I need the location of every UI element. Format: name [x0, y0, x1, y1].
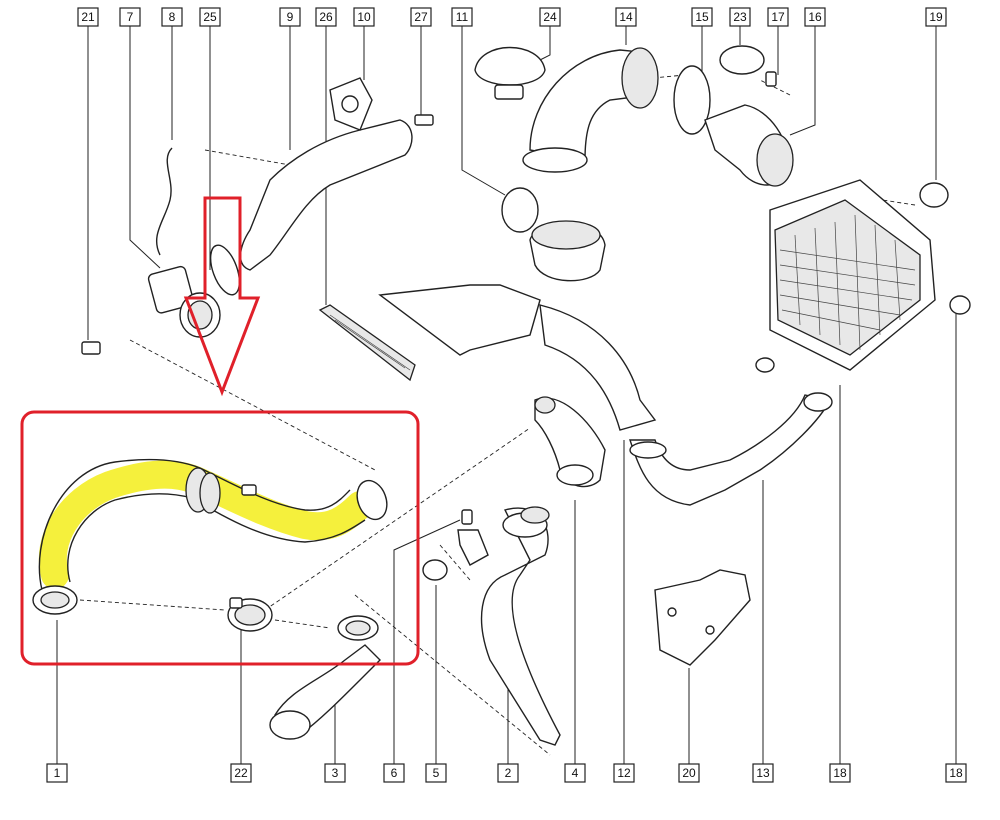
label-13: 13 [752, 763, 774, 783]
clamp-22 [227, 597, 273, 632]
label-22: 22 [230, 763, 252, 783]
hose-2 [480, 506, 561, 746]
label-24: 24 [539, 7, 561, 27]
intake-pipe [239, 77, 434, 271]
svg-text:20: 20 [682, 766, 696, 780]
svg-text:26: 26 [319, 10, 333, 24]
label-9: 9 [279, 7, 301, 27]
down-arrow-icon [183, 196, 261, 397]
svg-text:27: 27 [414, 10, 428, 24]
label-20: 20 [678, 763, 700, 783]
svg-text:10: 10 [357, 10, 371, 24]
hose-4 [534, 396, 606, 488]
highlighted-hose [32, 458, 388, 615]
svg-text:6: 6 [391, 766, 398, 780]
label-15: 15 [691, 7, 713, 27]
label-11: 11 [451, 7, 473, 27]
throttle-body-assembly [81, 147, 241, 355]
label-2: 2 [497, 763, 519, 783]
hose-12-13 [629, 392, 833, 506]
label-4: 4 [564, 763, 586, 783]
svg-text:24: 24 [543, 10, 557, 24]
air-duct [378, 284, 657, 431]
label-1: 1 [46, 763, 68, 783]
svg-text:1: 1 [54, 766, 61, 780]
label-14: 14 [615, 7, 637, 27]
label-26: 26 [315, 7, 337, 27]
svg-text:19: 19 [929, 10, 943, 24]
svg-text:7: 7 [127, 10, 134, 24]
svg-text:16: 16 [808, 10, 822, 24]
svg-text:2: 2 [505, 766, 512, 780]
svg-text:18: 18 [949, 766, 963, 780]
svg-text:14: 14 [619, 10, 633, 24]
assembly-lines [79, 74, 916, 756]
elbow-assembly [474, 46, 711, 282]
label-17: 17 [767, 7, 789, 27]
label-23: 23 [729, 7, 751, 27]
svg-text:17: 17 [771, 10, 785, 24]
svg-text:21: 21 [81, 10, 95, 24]
label-12: 12 [613, 763, 635, 783]
label-5: 5 [425, 763, 447, 783]
svg-text:3: 3 [332, 766, 339, 780]
bracket-20 [654, 569, 751, 666]
seal-strip [318, 304, 416, 382]
svg-text:11: 11 [456, 10, 469, 24]
svg-text:22: 22 [234, 766, 248, 780]
highlight-frame [20, 410, 420, 666]
label-8: 8 [161, 7, 183, 27]
label-27: 27 [410, 7, 432, 27]
label-18-right: 18 [945, 763, 967, 783]
svg-text:23: 23 [733, 10, 747, 24]
hose-3 [269, 615, 381, 740]
label-19: 19 [925, 7, 947, 27]
svg-text:15: 15 [695, 10, 709, 24]
label-16: 16 [804, 7, 826, 27]
bracket-6-5 [422, 509, 489, 581]
bottom-labels: 1 22 3 6 5 2 4 12 20 13 18 18 [46, 763, 967, 783]
svg-text:25: 25 [203, 10, 217, 24]
intercooler-fins [779, 214, 916, 351]
svg-text:13: 13 [756, 766, 770, 780]
svg-text:5: 5 [433, 766, 440, 780]
label-6: 6 [383, 763, 405, 783]
sensor-assembly [704, 45, 971, 315]
top-labels: 21 7 8 25 9 26 10 27 11 24 14 15 23 17 1… [77, 7, 947, 27]
intercooler [755, 179, 936, 373]
leader-lines [56, 26, 957, 764]
label-21: 21 [77, 7, 99, 27]
svg-text:4: 4 [572, 766, 579, 780]
svg-text:9: 9 [287, 10, 294, 24]
svg-text:8: 8 [169, 10, 176, 24]
label-10: 10 [353, 7, 375, 27]
label-18: 18 [829, 763, 851, 783]
svg-text:12: 12 [617, 766, 631, 780]
label-7: 7 [119, 7, 141, 27]
svg-text:18: 18 [833, 766, 847, 780]
label-25: 25 [199, 7, 221, 27]
label-3: 3 [324, 763, 346, 783]
